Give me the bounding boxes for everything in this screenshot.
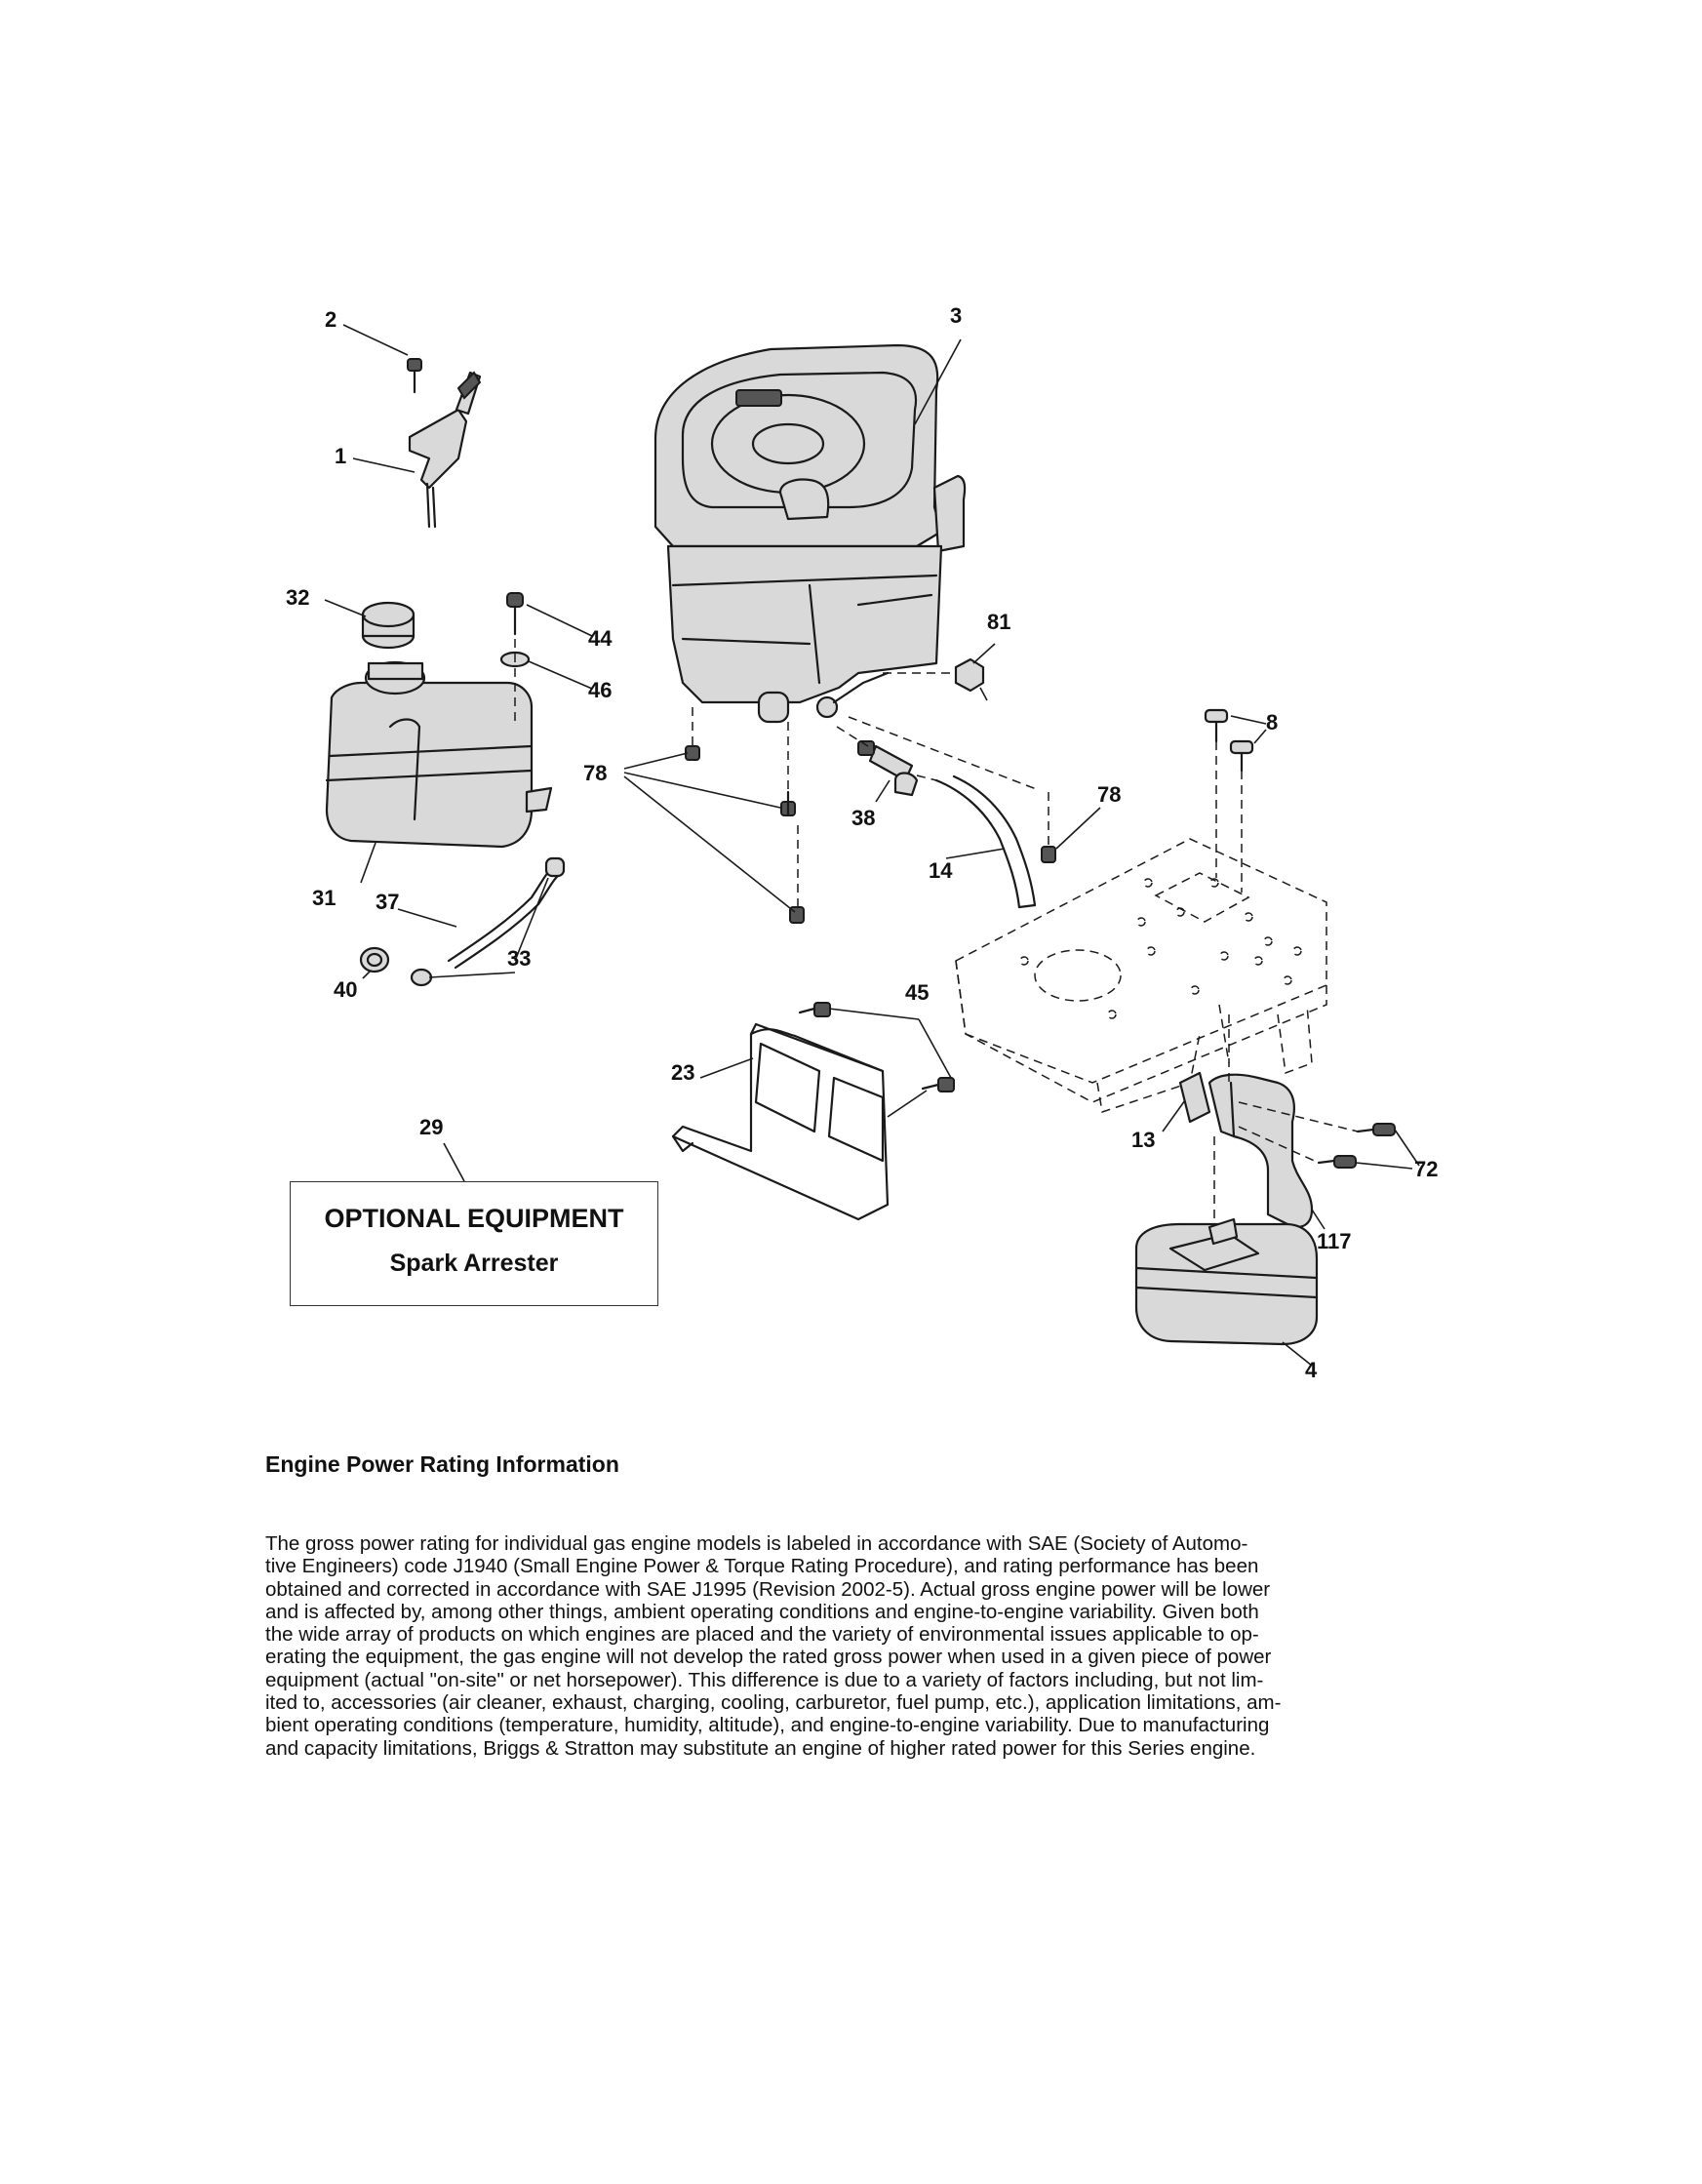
info-line: and is affected by, among other things, … <box>265 1600 1259 1623</box>
info-line: tive Engineers) code J1940 (Small Engine… <box>265 1555 1259 1578</box>
heat-shield-part <box>671 1002 955 1221</box>
throttle-control-part <box>407 358 482 529</box>
info-line: obtained and corrected in accordance wit… <box>265 1577 1271 1601</box>
info-line: and capacity limitations, Briggs & Strat… <box>265 1736 1256 1760</box>
nut-part <box>954 657 988 701</box>
callout-8: 8 <box>1266 710 1278 735</box>
callout-2: 2 <box>325 307 336 332</box>
callout-1: 1 <box>335 444 346 468</box>
callout-29: 29 <box>419 1115 443 1139</box>
callout-81: 81 <box>987 610 1010 634</box>
callout-78: 78 <box>583 761 607 785</box>
exhaust-part <box>1134 1014 1396 1346</box>
info-line: bient operating conditions (temperature,… <box>265 1714 1270 1737</box>
callout-40: 40 <box>334 977 357 1002</box>
fuel-line-part <box>359 856 566 987</box>
callout-38: 38 <box>851 806 875 830</box>
section-heading: Engine Power Rating Information <box>265 1451 619 1477</box>
engine-bolts-part <box>685 707 1056 924</box>
callout-72: 72 <box>1414 1157 1438 1181</box>
callout-32: 32 <box>286 585 309 610</box>
tank-bolt-part <box>499 592 531 722</box>
frame-bolts-part <box>1204 708 1254 893</box>
info-line: the wide array of products on which engi… <box>265 1623 1259 1647</box>
callout-3: 3 <box>950 303 962 328</box>
callout-44: 44 <box>588 626 613 651</box>
engine-part <box>653 343 967 724</box>
callout-23: 23 <box>671 1060 694 1085</box>
callout-33: 33 <box>507 946 531 971</box>
optional-equipment-item: Spark Arrester <box>389 1250 559 1277</box>
optional-equipment-box: OPTIONAL EQUIPMENT Spark Arrester <box>290 1181 658 1306</box>
info-line: ited to, accessories (air cleaner, exhau… <box>265 1691 1282 1715</box>
optional-equipment-title: OPTIONAL EQUIPMENT <box>324 1204 624 1233</box>
frame-plate-part <box>955 838 1327 1113</box>
callout-78-right: 78 <box>1097 782 1121 807</box>
callout-4: 4 <box>1305 1358 1318 1382</box>
oil-drain-part <box>836 716 1040 909</box>
callout-46: 46 <box>588 678 612 702</box>
info-paragraph: The gross power rating for individual ga… <box>265 1532 1453 1760</box>
callout-31: 31 <box>312 886 336 910</box>
callout-13: 13 <box>1131 1128 1155 1152</box>
parts-diagram: 2 1 3 32 44 46 81 8 78 78 38 14 31 37 33… <box>286 303 1438 1382</box>
fuel-tank-part <box>325 601 553 849</box>
callout-45: 45 <box>905 980 929 1005</box>
info-line: The gross power rating for individual ga… <box>265 1532 1248 1555</box>
info-line: equipment (actual "on-site" or net horse… <box>265 1668 1264 1691</box>
callout-117: 117 <box>1317 1229 1352 1253</box>
callout-37: 37 <box>376 890 399 914</box>
info-line: erating the equipment, the gas engine wi… <box>265 1646 1272 1669</box>
callout-14: 14 <box>929 858 953 883</box>
